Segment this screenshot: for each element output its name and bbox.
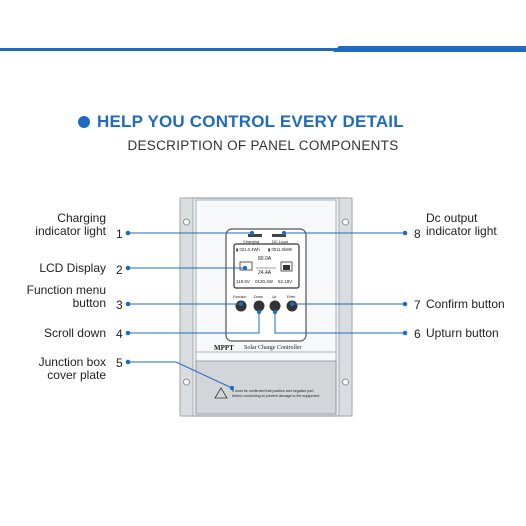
model-text: Solar Charge Controller <box>244 345 302 351</box>
lcd-battery-fill <box>283 265 290 270</box>
lcd-bottom-left: 118.5V <box>236 279 250 284</box>
top-accent-bar <box>0 46 526 52</box>
left-rail <box>179 197 194 417</box>
lcd-pv-icon <box>239 261 253 271</box>
callout-6-number: 6 <box>414 327 421 341</box>
callout-7-number: 7 <box>414 298 421 312</box>
lcd-bottom-mid: 0130.4W <box>255 279 274 284</box>
callout-4-label: Scroll down <box>43 326 106 340</box>
callout-4-number: 4 <box>116 327 123 341</box>
junction-box-cover <box>195 360 337 415</box>
mount-hole-top-left <box>183 218 190 226</box>
lcd-battery-icon <box>280 261 293 272</box>
mount-hole-top-right <box>342 218 349 226</box>
callout-6-label: Upturn button <box>426 326 499 340</box>
up-button-label: Up <box>272 295 277 299</box>
dc-load-led <box>272 234 286 237</box>
callout-5-number: 5 <box>116 356 123 370</box>
accent-tab <box>333 46 526 52</box>
brand-text: MPPT <box>214 344 234 352</box>
up-button-shape <box>269 300 281 312</box>
dc-load-led-label: DC Load <box>272 239 288 244</box>
callout-1-number: 1 <box>116 227 123 241</box>
accent-line <box>0 48 526 51</box>
section-heading: HELP YOU CONTROL EVERY DETAIL <box>78 112 478 134</box>
warning-triangle-icon <box>214 387 228 399</box>
bullet-dot-icon <box>78 116 90 128</box>
callout-2-label: LCD Display <box>39 261 106 275</box>
down-button-label: Down <box>254 295 263 299</box>
callout-3-number: 3 <box>116 298 123 312</box>
subheading-text: DESCRIPTION OF PANEL COMPONENTS <box>127 138 399 153</box>
callout-8-number: 8 <box>414 227 421 241</box>
lcd-center-bottom: 24.4A <box>258 270 272 276</box>
charging-led-label: Charging <box>243 239 260 244</box>
warning-text: It must be confirmed that positive and n… <box>232 389 321 398</box>
down-button-shape <box>253 300 265 312</box>
callout-7-label: Confirm button <box>426 297 505 311</box>
lcd-bottom-right: 52.18V <box>278 279 293 284</box>
enter-button-label: Enter <box>287 295 296 299</box>
mount-hole-bottom-left <box>183 378 190 386</box>
leader-lines <box>125 230 408 391</box>
mount-hole-bottom-right <box>342 378 349 386</box>
charging-led <box>248 234 262 237</box>
lcd-row1-right: ▮ 0011.0kWh <box>268 247 293 252</box>
heading-text: HELP YOU CONTROL EVERY DETAIL <box>97 112 404 131</box>
callout-2-number: 2 <box>116 263 123 277</box>
right-rail <box>338 197 353 417</box>
lcd-screen <box>233 243 300 289</box>
function-button-label: Function <box>233 295 247 299</box>
lcd-row1-left: ▮ 021.0.4Wh <box>236 247 260 252</box>
lcd-center-top: 80.0A <box>258 256 272 262</box>
